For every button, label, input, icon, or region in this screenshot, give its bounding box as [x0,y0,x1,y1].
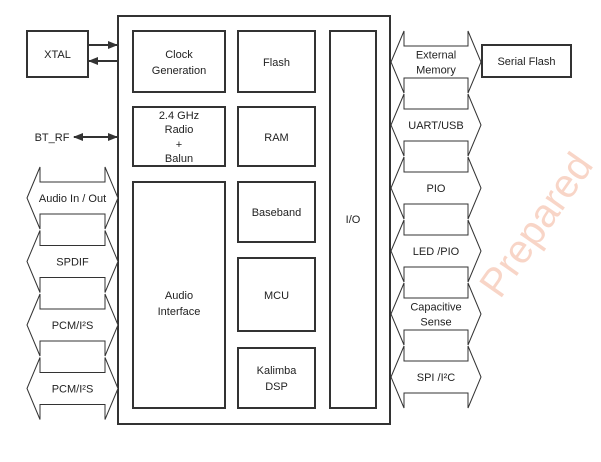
label: Clock [165,49,193,61]
label: Balun [165,153,193,165]
label: Baseband [252,207,302,219]
label: Generation [152,65,206,77]
bus-arrow: SPDIF [26,230,119,293]
mcu-block: MCU [237,257,316,332]
double-arrow-shape [390,345,482,409]
label: RAM [264,132,288,144]
bus-arrow: PCM/I²S [26,293,119,357]
double-arrow-shape [26,293,119,357]
label: Serial Flash [497,56,555,68]
clock-generation-block: Clock Generation [132,30,226,93]
bus-arrow: PCM/I²S [26,357,119,420]
label: Radio [165,124,194,136]
radio-block: 2.4 GHz Radio + Balun [132,106,226,167]
label: XTAL [44,49,71,61]
bus-label: Audio In / Out [39,193,106,205]
bus-label: Memory [416,65,456,77]
label: DSP [265,381,288,393]
serial-flash-block: Serial Flash [481,44,572,78]
bus-label: PCM/I²S [52,384,94,396]
bus-arrow: UART/USB [390,93,482,157]
xtal-block: XTAL [26,30,89,78]
double-arrow-shape [390,219,482,283]
io-block: I/O [329,30,377,409]
double-arrow-shape [26,357,119,420]
bus-label: SPDIF [56,257,89,269]
bus-label: Sense [420,317,451,329]
flash-block: Flash [237,30,316,93]
bus-label: SPI /I²C [417,372,456,384]
label: I/O [346,214,361,226]
bt-rf-label: BT_RF [35,132,70,144]
bus-arrow: Audio In / Out [26,166,119,230]
double-arrow-shape [390,156,482,220]
watermark: Prepared [471,145,601,305]
bus-label: LED /PIO [413,246,460,258]
label: + [176,139,182,151]
double-arrow-shape [390,30,482,94]
bus-label: PCM/I²S [52,320,94,332]
bus-label: UART/USB [408,120,463,132]
bus-arrow: PIO [390,156,482,220]
audio-interface-block: Audio Interface [132,181,226,409]
label: MCU [264,290,289,302]
ram-block: RAM [237,106,316,167]
double-arrow-shape [390,282,482,346]
baseband-block: Baseband [237,181,316,243]
bus-label: External [416,50,456,62]
label: Kalimba [257,365,298,377]
bus-label: PIO [427,183,446,195]
double-arrow-shape [390,93,482,157]
label: Audio [165,290,193,302]
bus-arrow: SPI /I²C [390,345,482,409]
double-arrow-shape [26,230,119,293]
label: 2.4 GHz [159,110,199,122]
kalimba-dsp-block: Kalimba DSP [237,347,316,409]
double-arrow-shape [26,166,119,230]
label: Interface [158,306,201,318]
bus-arrow: LED /PIO [390,219,482,283]
label: Flash [263,57,290,69]
bus-label: Capacitive [410,302,461,314]
